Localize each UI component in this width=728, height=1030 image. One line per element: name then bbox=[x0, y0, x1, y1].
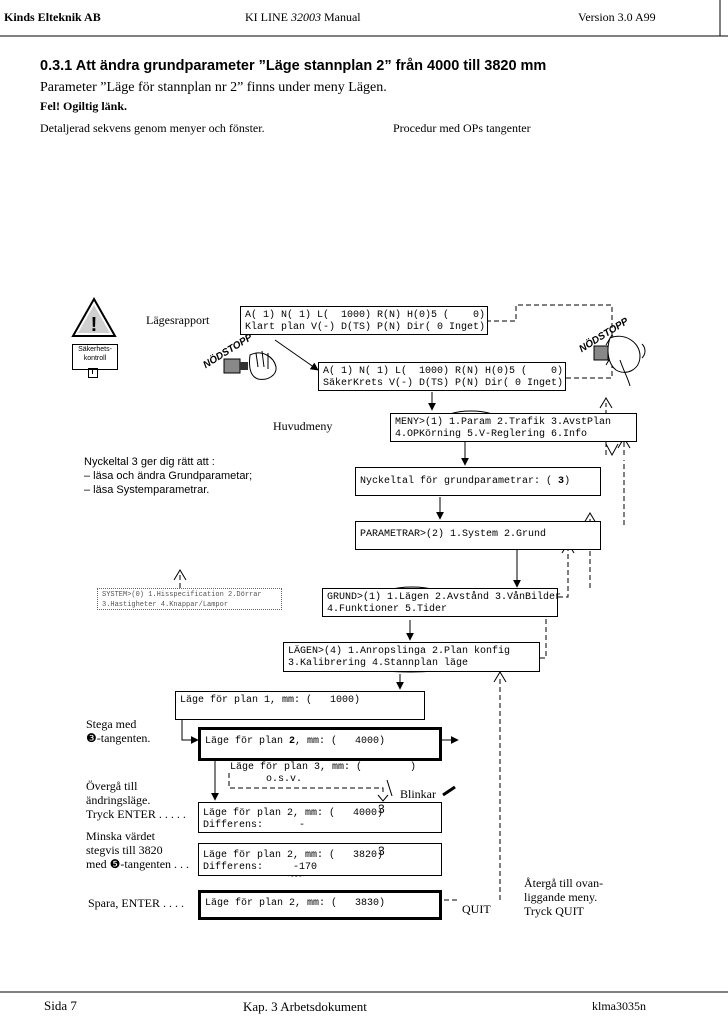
label-lagesrapport: Lägesrapport bbox=[146, 313, 210, 327]
warning-glyph: ! bbox=[91, 314, 98, 336]
nyckeltal-note-line2: – läsa och ändra Grundparametar; bbox=[84, 470, 253, 482]
screen-grund[interactable]: GRUND>(1) 1.Lägen 2.Avstånd 3.VånBilder … bbox=[322, 588, 562, 617]
nyckeltal-prefix: Nyckeltal för grundparametrar: ( bbox=[360, 476, 559, 487]
overga-note-line2: ändringsläge. bbox=[86, 793, 151, 807]
atergaa-note-line2: liggande meny. bbox=[524, 890, 598, 904]
overga-note: Övergå till ändringsläge. Tryck ENTER . … bbox=[86, 779, 186, 821]
meny-line1: MENY>(1) 1.Param 2.Trafik 3.AvstPlan bbox=[395, 417, 612, 428]
system-line1: SYSTEM>(0) 1.Hisspecification 2.Dörrar bbox=[102, 591, 262, 599]
nyckeltal-note: Nyckeltal 3 ger dig rätt att : – läsa oc… bbox=[84, 455, 252, 497]
overga-note-line1: Övergå till bbox=[86, 779, 138, 793]
doc-prefix: KI LINE bbox=[245, 10, 291, 24]
grund-line2: 4.Funktioner 5.Tider bbox=[327, 604, 448, 615]
label-huvudmeny: Huvudmeny bbox=[273, 419, 333, 433]
atergaa-note-line3: Tryck QUIT bbox=[524, 904, 584, 918]
plan2-number: 2 bbox=[289, 736, 296, 747]
decrease-line2: Differens: -170 bbox=[203, 862, 318, 873]
lagen-line1: LÄGEN>(4) 1.Anropslinga 2.Plan konfig bbox=[288, 646, 511, 657]
plan2-suffix: , mm: ( 4000) bbox=[295, 736, 386, 747]
screen-plan3: Läge för plan 3, mm: ( ) o.s.v. bbox=[226, 762, 434, 786]
report-line2: Klart plan V(-) D(TS) P(N) Dir( 0 Inget) bbox=[245, 322, 486, 333]
doc-number: 32003 bbox=[290, 10, 321, 24]
system-line2: 3.Hastigheter 4.Knappar/Lampor bbox=[102, 601, 229, 609]
minska-note-line1: Minska värdet bbox=[86, 829, 155, 843]
footer-chapter: Kap. 3 Arbetsdokument bbox=[243, 999, 367, 1014]
safety-post bbox=[88, 368, 98, 378]
plan2-prefix: Läge för plan bbox=[205, 736, 290, 747]
stega-note-line1: Stega med bbox=[86, 717, 137, 731]
minska-note: Minska värdet stegvis till 3820 med ❺-ta… bbox=[86, 829, 189, 871]
column-right-caption: Procedur med OPs tangenter bbox=[393, 121, 531, 135]
atergaa-note-line1: Återgå till ovan- bbox=[524, 876, 604, 890]
screen-lagesrapport: A( 1) N( 1) L( 1000) R(N) H(0)5 ( 0) Kla… bbox=[240, 306, 488, 335]
nyckeltal-suffix: ) bbox=[564, 476, 571, 487]
nyckeltal-note-line1: Nyckeltal 3 ger dig rätt att : bbox=[84, 456, 215, 468]
column-left-caption: Detaljerad sekvens genom menyer och föns… bbox=[40, 121, 265, 135]
nyckeltal-note-line3: – läsa Systemparametrar. bbox=[84, 484, 210, 496]
safety-connector bbox=[92, 368, 93, 374]
safety-control-label: Säkerhets- kontroll bbox=[72, 344, 118, 370]
blinkar-label: Blinkar bbox=[400, 787, 436, 801]
sakerkrets-line2: SäkerKrets V(-) D(TS) P(N) Dir( 0 Inget) bbox=[323, 378, 564, 389]
plan1-line: Läge för plan 1, mm: ( 1000) bbox=[180, 695, 361, 706]
screen-decrease[interactable]: Läge för plan 2, mm: ( 3820) Differens: … bbox=[198, 843, 442, 876]
minska-note-line2: stegvis till 3820 bbox=[86, 843, 163, 857]
spara-note: Spara, ENTER . . . . bbox=[88, 896, 184, 910]
stega-note-line2: ❸-tangenten. bbox=[86, 731, 151, 745]
warning-triangle-icon: ! bbox=[71, 296, 117, 337]
plan3-line1: Läge för plan 3, mm: ( ) bbox=[230, 762, 417, 773]
save-line: Läge för plan 2, mm: ( 3830) bbox=[205, 898, 386, 909]
emergency-stop-release-icon bbox=[593, 335, 646, 387]
safety-label-line2: kontroll bbox=[83, 355, 107, 362]
safety-label-line1: Säkerhets- bbox=[78, 346, 112, 353]
screen-sakerkrets: A( 1) N( 1) L( 1000) R(N) H(0)5 ( 0) Säk… bbox=[318, 362, 566, 391]
section-heading: 0.3.1 Att ändra grundparameter ”Läge sta… bbox=[40, 58, 547, 74]
screen-system: SYSTEM>(0) 1.Hisspecification 2.Dörrar 3… bbox=[97, 588, 282, 610]
overga-note-line3: Tryck ENTER . . . . . bbox=[86, 807, 186, 821]
version: Version 3.0 A99 bbox=[578, 10, 656, 24]
quit-label: QUIT bbox=[462, 902, 491, 916]
screen-plan1[interactable]: Läge för plan 1, mm: ( 1000) bbox=[175, 691, 425, 720]
cursor-digit-decrease: 3 bbox=[378, 844, 385, 858]
sakerkrets-line1: A( 1) N( 1) L( 1000) R(N) H(0)5 ( 0) bbox=[323, 366, 564, 377]
screen-lagen[interactable]: LÄGEN>(4) 1.Anropslinga 2.Plan konfig 3.… bbox=[283, 642, 540, 672]
lagen-line2: 3.Kalibrering 4.Stannplan läge bbox=[288, 658, 469, 669]
plan3-line2: o.s.v. bbox=[230, 774, 303, 785]
screen-save[interactable]: Läge för plan 2, mm: ( 3830) bbox=[198, 890, 442, 920]
company-name: Kinds Elteknik AB bbox=[4, 10, 101, 24]
intro-text: Parameter ”Läge för stannplan nr 2” finn… bbox=[40, 80, 387, 95]
grund-line1: GRUND>(1) 1.Lägen 2.Avstånd 3.VånBilder bbox=[327, 592, 562, 603]
screen-huvudmeny[interactable]: MENY>(1) 1.Param 2.Trafik 3.AvstPlan 4.O… bbox=[390, 413, 637, 442]
footer-page: Sida 7 bbox=[44, 998, 77, 1013]
screen-plan2-selected[interactable]: Läge för plan 2, mm: ( 4000) bbox=[198, 727, 442, 761]
atergaa-note: Återgå till ovan- liggande meny. Tryck Q… bbox=[524, 876, 603, 918]
edit-line2: Differens: - bbox=[203, 820, 306, 831]
screen-edit-mode[interactable]: Läge för plan 2, mm: ( 4000) Differens: … bbox=[198, 802, 442, 833]
document-title: KI LINE 32003 Manual bbox=[245, 10, 361, 25]
cursor-digit-edit: 3 bbox=[378, 802, 385, 816]
stega-note: Stega med ❸-tangenten. bbox=[86, 717, 150, 745]
parametrar-line: PARAMETRAR>(2) 1.System 2.Grund bbox=[360, 529, 547, 540]
minska-note-line3: med ❺-tangenten . . . bbox=[86, 857, 190, 871]
screen-parametrar[interactable]: PARAMETRAR>(2) 1.System 2.Grund bbox=[355, 521, 601, 550]
screen-nyckeltal[interactable]: Nyckeltal för grundparametrar: ( 3) bbox=[355, 467, 601, 496]
decrease-line1: Läge för plan 2, mm: ( 3820) bbox=[203, 850, 384, 861]
report-line1: A( 1) N( 1) L( 1000) R(N) H(0)5 ( 0) bbox=[245, 310, 486, 321]
doc-suffix: Manual bbox=[320, 10, 361, 24]
nyckeltal-value: 3 bbox=[558, 476, 565, 487]
footer-code: klma3035n bbox=[592, 999, 646, 1013]
meny-line2: 4.OPKörning 5.V-Reglering 6.Info bbox=[395, 429, 588, 440]
edit-line1: Läge för plan 2, mm: ( 4000) bbox=[203, 808, 384, 819]
error-link-text: Fel! Ogiltig länk. bbox=[40, 99, 127, 113]
emergency-stop-hand-icon bbox=[223, 350, 277, 380]
